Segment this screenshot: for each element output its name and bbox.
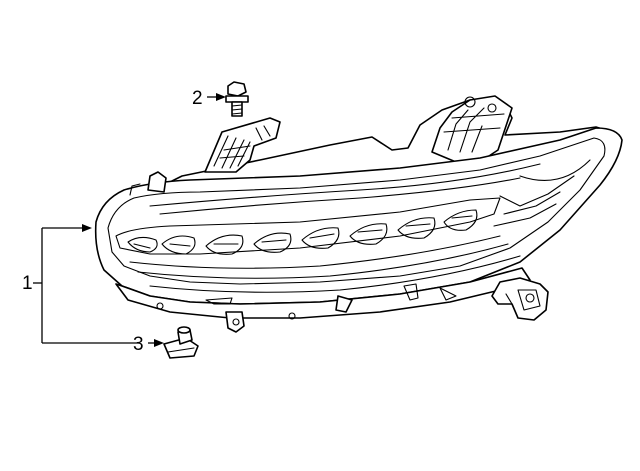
drl-strip — [115, 197, 501, 255]
top-tab — [147, 171, 167, 193]
clip-nut — [163, 326, 199, 359]
upper-bracket-left — [204, 117, 281, 173]
callout-3-label: 3 — [133, 334, 144, 355]
housing-base — [115, 267, 531, 319]
mounting-bolt — [225, 81, 249, 117]
callout-3: 3 — [133, 334, 164, 355]
callout-2: 2 — [192, 88, 226, 109]
callout-1: 1 — [22, 224, 140, 344]
callout-1-label: 1 — [22, 273, 33, 294]
callout-2-label: 2 — [192, 88, 203, 109]
headlamp-assembly — [94, 95, 623, 333]
led-segments — [127, 209, 478, 255]
lower-bracket-right — [491, 277, 549, 321]
lower-tab-center — [335, 295, 353, 313]
lower-tab-left — [225, 311, 245, 333]
